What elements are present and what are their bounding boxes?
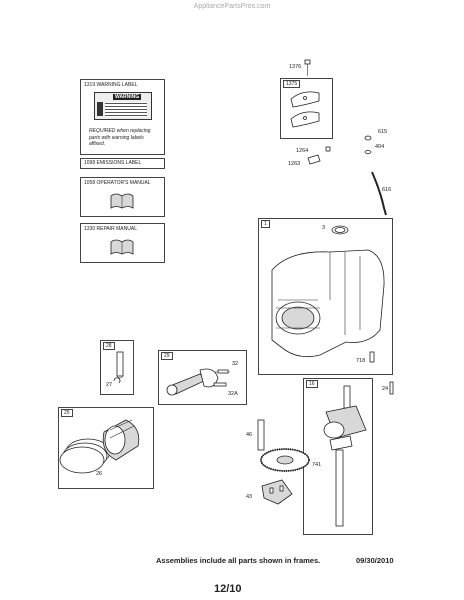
callout-26: 26 (96, 471, 103, 477)
manual-book-icon (110, 193, 134, 209)
footer-date: 09/30/2010 (356, 556, 394, 565)
frame-25-tag: 25 (61, 409, 73, 417)
operators-manual-box: 1058 OPERATOR'S MANUAL (80, 177, 165, 217)
manual-book-icon (110, 239, 134, 255)
frame-1-tag: 1 (261, 220, 270, 228)
callout-32a: 32A (228, 391, 238, 397)
frame-29-tag: 29 (161, 352, 173, 360)
frame-1375-tag: 1375 (283, 80, 301, 88)
callout-1264: 1264 (296, 148, 309, 154)
callout-1263: 1263 (288, 161, 301, 167)
operators-manual-header: 1058 OPERATOR'S MANUAL (84, 180, 151, 186)
emissions-label-box: 1098 EMISSIONS LABEL (80, 158, 165, 169)
frame-16-tag: 16 (306, 380, 318, 388)
warning-decal: WARNING (94, 92, 152, 120)
footer-note: Assemblies include all parts shown in fr… (156, 556, 321, 565)
callout-43: 43 (246, 494, 253, 500)
callout-615: 615 (378, 129, 388, 135)
warning-decal-text-lines (105, 102, 147, 117)
callout-27: 27 (106, 382, 113, 388)
warning-label-box: 1319 WARNING LABEL WARNING REQUIRED when… (80, 79, 165, 155)
repair-manual-header: 1330 REPAIR MANUAL (84, 226, 137, 232)
callout-24: 24 (382, 386, 389, 392)
callout-741: 741 (312, 462, 322, 468)
callout-718: 718 (356, 358, 366, 364)
repair-manual-box: 1330 REPAIR MANUAL (80, 223, 165, 263)
callout-404: 404 (375, 144, 385, 150)
warning-badge: WARNING (113, 94, 142, 100)
warning-label-header: 1319 WARNING LABEL (84, 82, 138, 88)
callout-1376: 1376 (289, 64, 302, 70)
callout-616: 616 (382, 187, 392, 193)
page-number: 12/10 (214, 583, 242, 595)
warning-symbol-icon (97, 102, 103, 116)
callout-3: 3 (322, 225, 326, 231)
frame-28-tag: 28 (103, 342, 115, 350)
guide-plates-drawing (290, 91, 320, 128)
emissions-label-header: 1098 EMISSIONS LABEL (84, 160, 142, 166)
frame-1375: 1375 (280, 78, 333, 139)
watermark: AppliancePartsPros.com (193, 3, 271, 10)
callout-32: 32 (232, 361, 239, 367)
callout-46: 46 (246, 432, 253, 438)
warning-label-note: REQUIRED when replacing parts with warni… (89, 128, 151, 147)
